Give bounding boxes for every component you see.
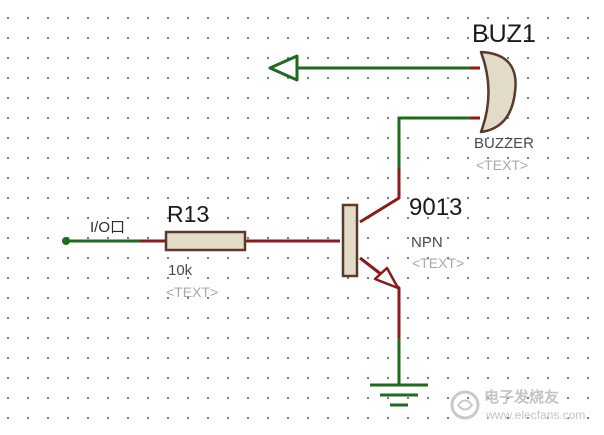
transistor-9013[interactable] — [341, 168, 401, 338]
transistor-ref-label: 9013 — [409, 194, 462, 221]
resistor-body — [164, 230, 247, 252]
buzzer-body-icon — [479, 50, 517, 134]
buzzer-value-label: BUZZER — [474, 135, 534, 152]
wires — [64, 66, 472, 387]
watermark-brand: 电子发烧友 — [484, 388, 559, 406]
emitter-arrow-icon — [373, 266, 400, 290]
watermark: 电子发烧友 www.elecfans.com — [450, 388, 585, 422]
transistor-collector-lead — [359, 168, 401, 224]
buzzer-ref-label: BUZ1 — [472, 20, 536, 48]
grid-dots — [6, 16, 590, 420]
transistor-text-placeholder: <TEXT> — [412, 255, 464, 271]
input-net-label: I/O口 — [90, 219, 125, 236]
resistor-r13[interactable] — [140, 230, 340, 252]
buzzer-buz1[interactable] — [470, 50, 517, 134]
ground-symbol-icon — [370, 383, 428, 407]
transistor-base-bar — [341, 203, 359, 278]
buzzer-pins — [470, 66, 480, 120]
wire-buzzer-to-collector[interactable] — [397, 116, 472, 170]
watermark-logo-icon — [450, 390, 480, 420]
transistor-value-label: NPN — [411, 234, 443, 251]
resistor-text-placeholder: <TEXT> — [166, 284, 218, 300]
buzzer-text-placeholder: <TEXT> — [476, 157, 528, 173]
output-arrow-icon — [268, 54, 299, 82]
watermark-url: www.elecfans.com — [485, 408, 585, 422]
resistor-value-label: 10k — [168, 262, 193, 279]
input-terminal-dot[interactable] — [62, 237, 70, 245]
resistor-ref-label: R13 — [167, 201, 209, 227]
